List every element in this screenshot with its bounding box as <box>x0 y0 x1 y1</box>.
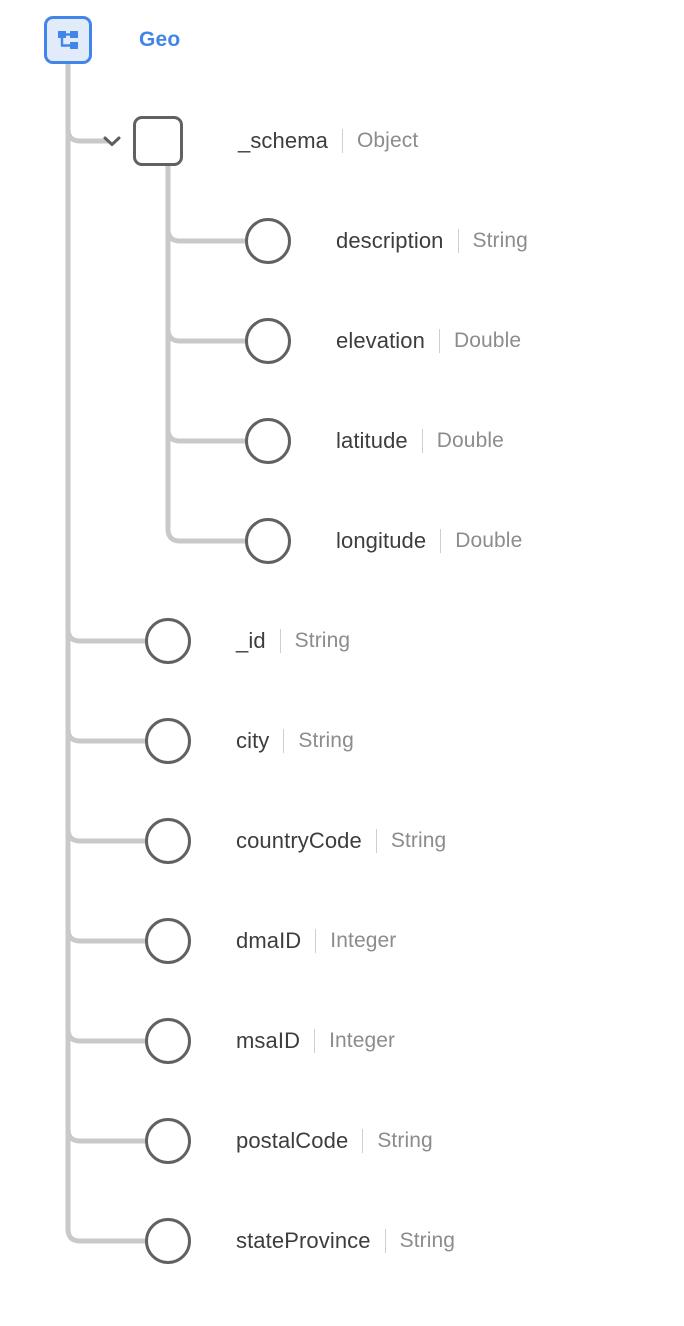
node-separator <box>375 829 377 853</box>
node-shape-dmaID[interactable] <box>145 918 191 964</box>
node-type-city: String <box>298 729 354 752</box>
node-separator <box>283 729 285 753</box>
node-shape-stateProvince[interactable] <box>145 1218 191 1264</box>
root-node-label: Geo <box>139 28 181 51</box>
node-name-_schema: _schema <box>238 128 328 153</box>
node-name-postalCode: postalCode <box>236 1128 349 1153</box>
node-type-_id: String <box>294 629 351 652</box>
node-separator <box>315 929 317 953</box>
node-name-_id: _id <box>236 628 266 653</box>
node-shape-_schema[interactable] <box>133 116 183 166</box>
node-name-msaID: msaID <box>236 1028 301 1053</box>
node-row-elevation[interactable]: elevation Double <box>336 326 521 356</box>
node-separator <box>314 1029 316 1053</box>
node-type-stateProvince: String <box>399 1229 456 1252</box>
node-shape-_id[interactable] <box>145 618 191 664</box>
node-name-latitude: latitude <box>336 428 408 453</box>
hierarchy-icon <box>55 27 81 53</box>
node-separator <box>279 629 281 653</box>
node-name-longitude: longitude <box>336 528 427 553</box>
node-type-latitude: Double <box>436 429 504 452</box>
node-type-_schema: Object <box>356 129 419 152</box>
node-name-description: description <box>336 228 444 253</box>
node-row-_id[interactable]: _id String <box>236 626 350 656</box>
node-row-latitude[interactable]: latitude Double <box>336 426 504 456</box>
node-name-stateProvince: stateProvince <box>236 1228 371 1253</box>
node-row-stateProvince[interactable]: stateProvince String <box>236 1226 455 1256</box>
node-row-city[interactable]: city String <box>236 726 354 756</box>
node-row-longitude[interactable]: longitude Double <box>336 526 522 556</box>
node-name-elevation: elevation <box>336 328 425 353</box>
node-separator <box>384 1229 386 1253</box>
node-row-description[interactable]: description String <box>336 226 528 256</box>
node-shape-description[interactable] <box>245 218 291 264</box>
node-separator <box>438 329 440 353</box>
node-separator <box>457 229 459 253</box>
node-type-countryCode: String <box>390 829 447 852</box>
node-shape-city[interactable] <box>145 718 191 764</box>
node-name-city: city <box>236 728 270 753</box>
node-row-countryCode[interactable]: countryCode String <box>236 826 446 856</box>
root-node-geo[interactable] <box>44 16 92 64</box>
node-row-_schema[interactable]: _schema Object <box>238 126 418 156</box>
node-shape-msaID[interactable] <box>145 1018 191 1064</box>
node-type-postalCode: String <box>377 1129 433 1152</box>
node-type-dmaID: Integer <box>330 929 397 952</box>
node-separator <box>341 129 343 153</box>
node-shape-elevation[interactable] <box>245 318 291 364</box>
node-row-msaID[interactable]: msaID Integer <box>236 1026 395 1056</box>
node-row-dmaID[interactable]: dmaID Integer <box>236 926 396 956</box>
node-type-description: String <box>472 229 528 252</box>
node-separator <box>362 1129 364 1153</box>
node-separator <box>440 529 442 553</box>
node-shape-longitude[interactable] <box>245 518 291 564</box>
node-separator <box>421 429 423 453</box>
node-type-msaID: Integer <box>329 1029 396 1052</box>
node-shape-countryCode[interactable] <box>145 818 191 864</box>
node-type-longitude: Double <box>455 529 523 552</box>
node-shape-postalCode[interactable] <box>145 1118 191 1164</box>
expand-toggle-_schema[interactable] <box>99 128 125 154</box>
node-shape-latitude[interactable] <box>245 418 291 464</box>
node-row-postalCode[interactable]: postalCode String <box>236 1126 433 1156</box>
node-type-elevation: Double <box>453 329 522 352</box>
node-name-dmaID: dmaID <box>236 928 302 953</box>
node-name-countryCode: countryCode <box>236 828 362 853</box>
